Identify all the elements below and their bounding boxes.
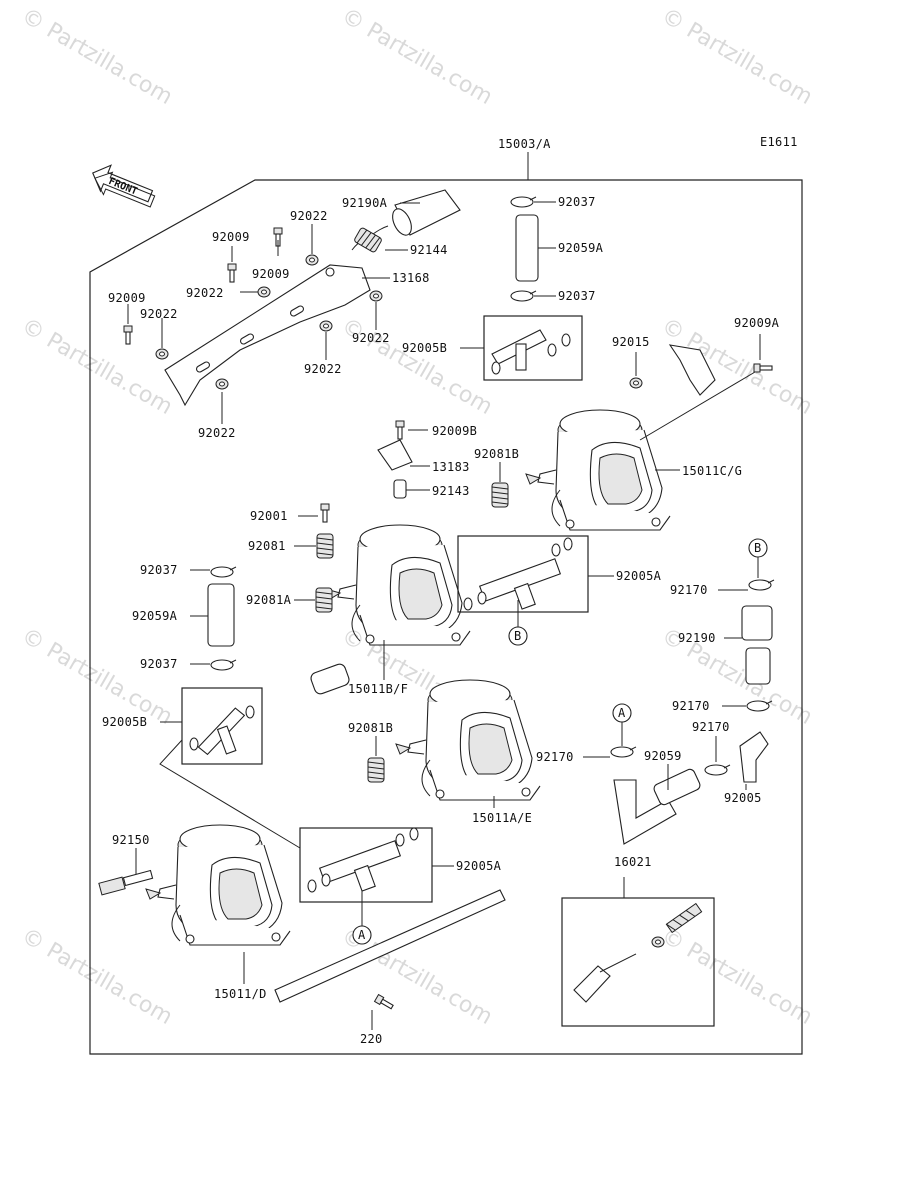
label-92022: 92022 — [304, 362, 342, 376]
rail-220 — [274, 889, 506, 1003]
svg-text:B: B — [514, 629, 522, 643]
label-92005: 92005 — [724, 791, 762, 805]
watermark: © Partzilla.com — [337, 314, 497, 421]
label-92005B: 92005B — [402, 341, 447, 355]
label-92037: 92037 — [140, 563, 178, 577]
label-92037: 92037 — [558, 195, 596, 209]
svg-text:B: B — [754, 541, 762, 555]
label-15011AE: 15011A/E — [472, 811, 532, 825]
label-92170: 92170 — [692, 720, 730, 734]
carburetor-15011D — [145, 824, 291, 946]
watermark: © Partzilla.com — [657, 4, 817, 111]
diagram-code: E1611 — [760, 135, 798, 149]
label-15011BF: 15011B/F — [348, 682, 408, 696]
assembly-frame — [89, 179, 803, 1055]
label-92022: 92022 — [140, 307, 178, 321]
watermark: © Partzilla.com — [17, 624, 177, 731]
label-92009B: 92009B — [432, 424, 477, 438]
label-92081B: 92081B — [348, 721, 393, 735]
label-92009A: 92009A — [734, 316, 780, 330]
label-92081A: 92081A — [246, 593, 292, 607]
label-92022: 92022 — [198, 426, 236, 440]
label-92059A: 92059A — [558, 241, 604, 255]
label-92009: 92009 — [212, 230, 250, 244]
label-13168: 13168 — [392, 271, 430, 285]
label-92005A: 92005A — [456, 859, 502, 873]
label-92144: 92144 — [410, 243, 448, 257]
label-92081: 92081 — [248, 539, 286, 553]
watermark: © Partzilla.com — [657, 924, 817, 1031]
svg-text:A: A — [618, 706, 626, 720]
watermark: © Partzilla.com — [337, 4, 497, 111]
carburetor-15011AE — [395, 679, 541, 801]
label-92015: 92015 — [612, 335, 650, 349]
label-92170: 92170 — [672, 699, 710, 713]
label-92190: 92190 — [678, 631, 716, 645]
label-16021: 16021 — [614, 855, 652, 869]
label-13183: 13183 — [432, 460, 470, 474]
parts-box-16021 — [561, 897, 715, 1027]
label-92170: 92170 — [536, 750, 574, 764]
watermark: © Partzilla.com — [17, 314, 177, 421]
callout-a-bottom: A — [352, 890, 372, 945]
label-92059: 92059 — [644, 749, 682, 763]
label-92081B: 92081B — [474, 447, 519, 461]
label-92005B: 92005B — [102, 715, 147, 729]
front-arrow-icon: FRONT — [92, 164, 156, 208]
cap-13183 — [377, 439, 413, 471]
label-92059A: 92059A — [132, 609, 178, 623]
label-92001: 92001 — [250, 509, 288, 523]
label-220: 220 — [360, 1032, 383, 1046]
joint-box-92005A-top — [457, 535, 589, 613]
label-15011CG: 15011C/G — [682, 464, 742, 478]
callout-b-mid: B — [508, 600, 528, 646]
joint-box-92005B-left — [181, 687, 263, 765]
label-92037: 92037 — [558, 289, 596, 303]
leader-lines — [127, 201, 761, 1030]
label-92009: 92009 — [108, 291, 146, 305]
label-92022: 92022 — [352, 331, 390, 345]
tube-92059A-top — [515, 214, 539, 282]
label-92143: 92143 — [432, 484, 470, 498]
callout-a-right: A — [612, 703, 632, 746]
label-92009: 92009 — [252, 267, 290, 281]
label-92037: 92037 — [140, 657, 178, 671]
label-92150: 92150 — [112, 833, 150, 847]
assembly-label: 15003/A — [498, 137, 551, 151]
part-labels: 92190A 92144 13168 92022 92009 92009 920… — [102, 195, 780, 1046]
bracket-92015 — [668, 344, 716, 396]
label-92022: 92022 — [186, 286, 224, 300]
watermark: © Partzilla.com — [17, 924, 177, 1031]
label-92022: 92022 — [290, 209, 328, 223]
tube-92059A-left — [207, 583, 235, 647]
svg-text:A: A — [358, 928, 366, 942]
label-92190A: 92190A — [342, 196, 388, 210]
label-15011D: 15011/D — [214, 987, 267, 1001]
callout-b-top: B — [748, 538, 768, 578]
label-92170: 92170 — [670, 583, 708, 597]
watermark: © Partzilla.com — [17, 4, 177, 111]
carburetor-15011CG — [525, 409, 671, 531]
top-bracket — [164, 189, 461, 407]
joint-box-92005A-bottom — [299, 827, 433, 903]
label-92005A: 92005A — [616, 569, 662, 583]
